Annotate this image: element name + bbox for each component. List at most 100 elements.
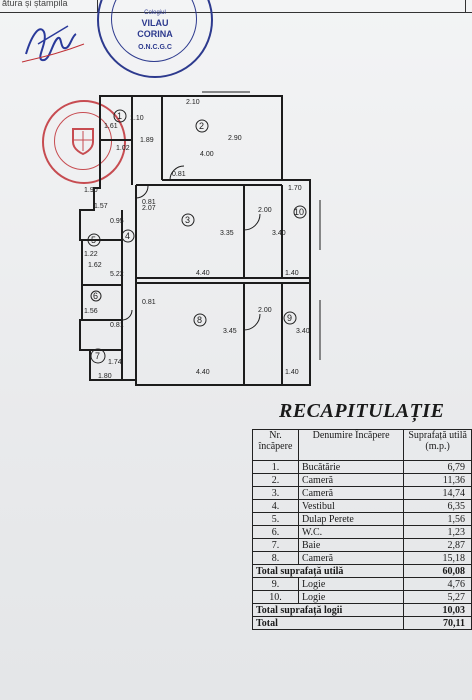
column-header-nr: Nr. încăpere <box>252 429 299 461</box>
row-nr: 3. <box>252 486 299 500</box>
dimension-label: 1.40 <box>285 270 299 277</box>
table-row: 4. Vestibul 6,35 <box>252 499 472 513</box>
room-label-3: 3 <box>185 215 190 225</box>
dimension-label: 2.00 <box>258 307 272 314</box>
dimension-label: 2.10 <box>186 99 200 106</box>
dimension-label: 1.57 <box>94 203 108 210</box>
row-name: Cameră <box>297 551 405 565</box>
dimension-label: 1.22 <box>84 251 98 258</box>
total-util-label: Total suprafață utilă <box>251 564 405 578</box>
dimension-label: 0.81 <box>172 171 186 178</box>
row-area: 5,27 <box>403 590 472 604</box>
recap-title: RECAPITULAȚIE <box>279 400 445 422</box>
row-nr: 9. <box>252 577 299 591</box>
row-name: Cameră <box>297 486 405 500</box>
row-name: Logie <box>297 590 405 604</box>
row-name: Logie <box>297 577 405 591</box>
dimension-label: 1.56 <box>84 308 98 315</box>
column-header-denumire: Denumire Încăpere <box>297 429 405 461</box>
row-area: 1,56 <box>403 512 472 526</box>
recap-table: Nr. încăpere Denumire Încăpere Suprafață… <box>251 429 472 630</box>
row-name: Dulap Perete <box>297 512 405 526</box>
seal-text: VILAU <box>141 18 169 28</box>
room-label-9: 9 <box>287 313 292 323</box>
row-nr: 10. <box>252 590 299 604</box>
row-nr: 6. <box>252 525 299 539</box>
dimension-label: 1.89 <box>140 137 154 144</box>
dimension-label: 0.95 <box>110 218 124 225</box>
dimension-label: 3.35 <box>220 230 234 237</box>
floor-plan: 1 2 3 4 5 6 7 8 9 10 4.00 2.90 3.35 4.40… <box>79 91 321 386</box>
dimension-label: 3.45 <box>223 328 237 335</box>
room-label-8: 8 <box>197 315 202 325</box>
dimension-label: 4.40 <box>196 369 210 376</box>
row-nr: 5. <box>252 512 299 526</box>
room-label-4: 4 <box>125 231 130 241</box>
total-logii-value: 10,03 <box>403 603 472 617</box>
table-row: 2. Cameră 11,36 <box>252 473 472 487</box>
seal-text: CORINA <box>137 29 173 39</box>
table-row: 5. Dulap Perete 1,56 <box>252 512 472 526</box>
row-area: 11,36 <box>403 473 472 487</box>
row-area: 15,18 <box>403 551 472 565</box>
row-name: Baie <box>297 538 405 552</box>
table-row: 8. Cameră 15,18 <box>252 551 472 565</box>
table-row: 9. Logie 4,76 <box>252 577 472 591</box>
dimension-label: 1.70 <box>288 185 302 192</box>
grand-total-value: 70,11 <box>403 616 472 630</box>
total-logii-label: Total suprafață logii <box>251 603 405 617</box>
row-area: 4,76 <box>403 577 472 591</box>
table-row: 6. W.C. 1,23 <box>252 525 472 539</box>
room-label-2: 2 <box>199 121 204 131</box>
table-row: 10. Logie 5,27 <box>252 590 472 604</box>
total-logii-row: Total suprafață logii 10,03 <box>251 603 472 617</box>
dimension-label: 3.40 <box>272 230 286 237</box>
room-label-10: 10 <box>294 207 304 217</box>
total-util-value: 60,08 <box>403 564 472 578</box>
table-header-row: Nr. încăpere Denumire Încăpere Suprafață… <box>252 429 472 461</box>
dimension-label: 2.00 <box>258 207 272 214</box>
dimension-label: 4.00 <box>200 151 214 158</box>
coat-of-arms-icon <box>72 128 94 156</box>
dimension-label: 0.81 <box>142 199 156 206</box>
room-label-5: 5 <box>91 235 96 245</box>
dimension-label: 1.62 <box>88 262 102 269</box>
seal-text: O.N.C.G.C <box>138 44 172 51</box>
row-name: Bucătărie <box>297 460 405 474</box>
row-area: 6,35 <box>403 499 472 513</box>
row-area: 6,79 <box>403 460 472 474</box>
dimension-label: 1.02 <box>116 145 130 152</box>
seal-text: Colegiul <box>144 10 166 16</box>
dimension-label: 1.90 <box>84 187 98 194</box>
dimension-label: 1.40 <box>285 369 299 376</box>
dimension-label: 2.07 <box>142 205 156 212</box>
dimension-label: 3.40 <box>296 328 310 335</box>
dimension-label: 1.80 <box>98 373 112 380</box>
row-nr: 2. <box>252 473 299 487</box>
table-row: 3. Cameră 14,74 <box>252 486 472 500</box>
total-util-row: Total suprafață utilă 60,08 <box>251 564 472 578</box>
signature-field-label: ătura și ștampila <box>2 0 68 8</box>
row-area: 1,23 <box>403 525 472 539</box>
grand-total-row: Total 70,11 <box>251 616 472 630</box>
dimension-label: 0.81 <box>142 299 156 306</box>
dimension-label: 4.40 <box>196 270 210 277</box>
row-nr: 1. <box>252 460 299 474</box>
grand-total-label: Total <box>251 616 405 630</box>
row-nr: 8. <box>252 551 299 565</box>
column-header-suprafata: Suprafață utilă (m.p.) <box>403 429 472 461</box>
dimension-label: 1.10 <box>130 115 144 122</box>
form-divider <box>465 0 466 12</box>
dimension-label: 2.90 <box>228 135 242 142</box>
row-area: 14,74 <box>403 486 472 500</box>
row-area: 2,87 <box>403 538 472 552</box>
room-label-1: 1 <box>117 111 122 121</box>
handwritten-signature <box>21 25 85 63</box>
dimension-label: 5.22 <box>110 271 124 278</box>
table-row: 7. Baie 2,87 <box>252 538 472 552</box>
dimension-label: 0.81 <box>110 322 124 329</box>
row-nr: 7. <box>252 538 299 552</box>
row-name: Vestibul <box>297 499 405 513</box>
room-label-7: 7 <box>95 351 100 361</box>
room-label-6: 6 <box>93 291 98 301</box>
